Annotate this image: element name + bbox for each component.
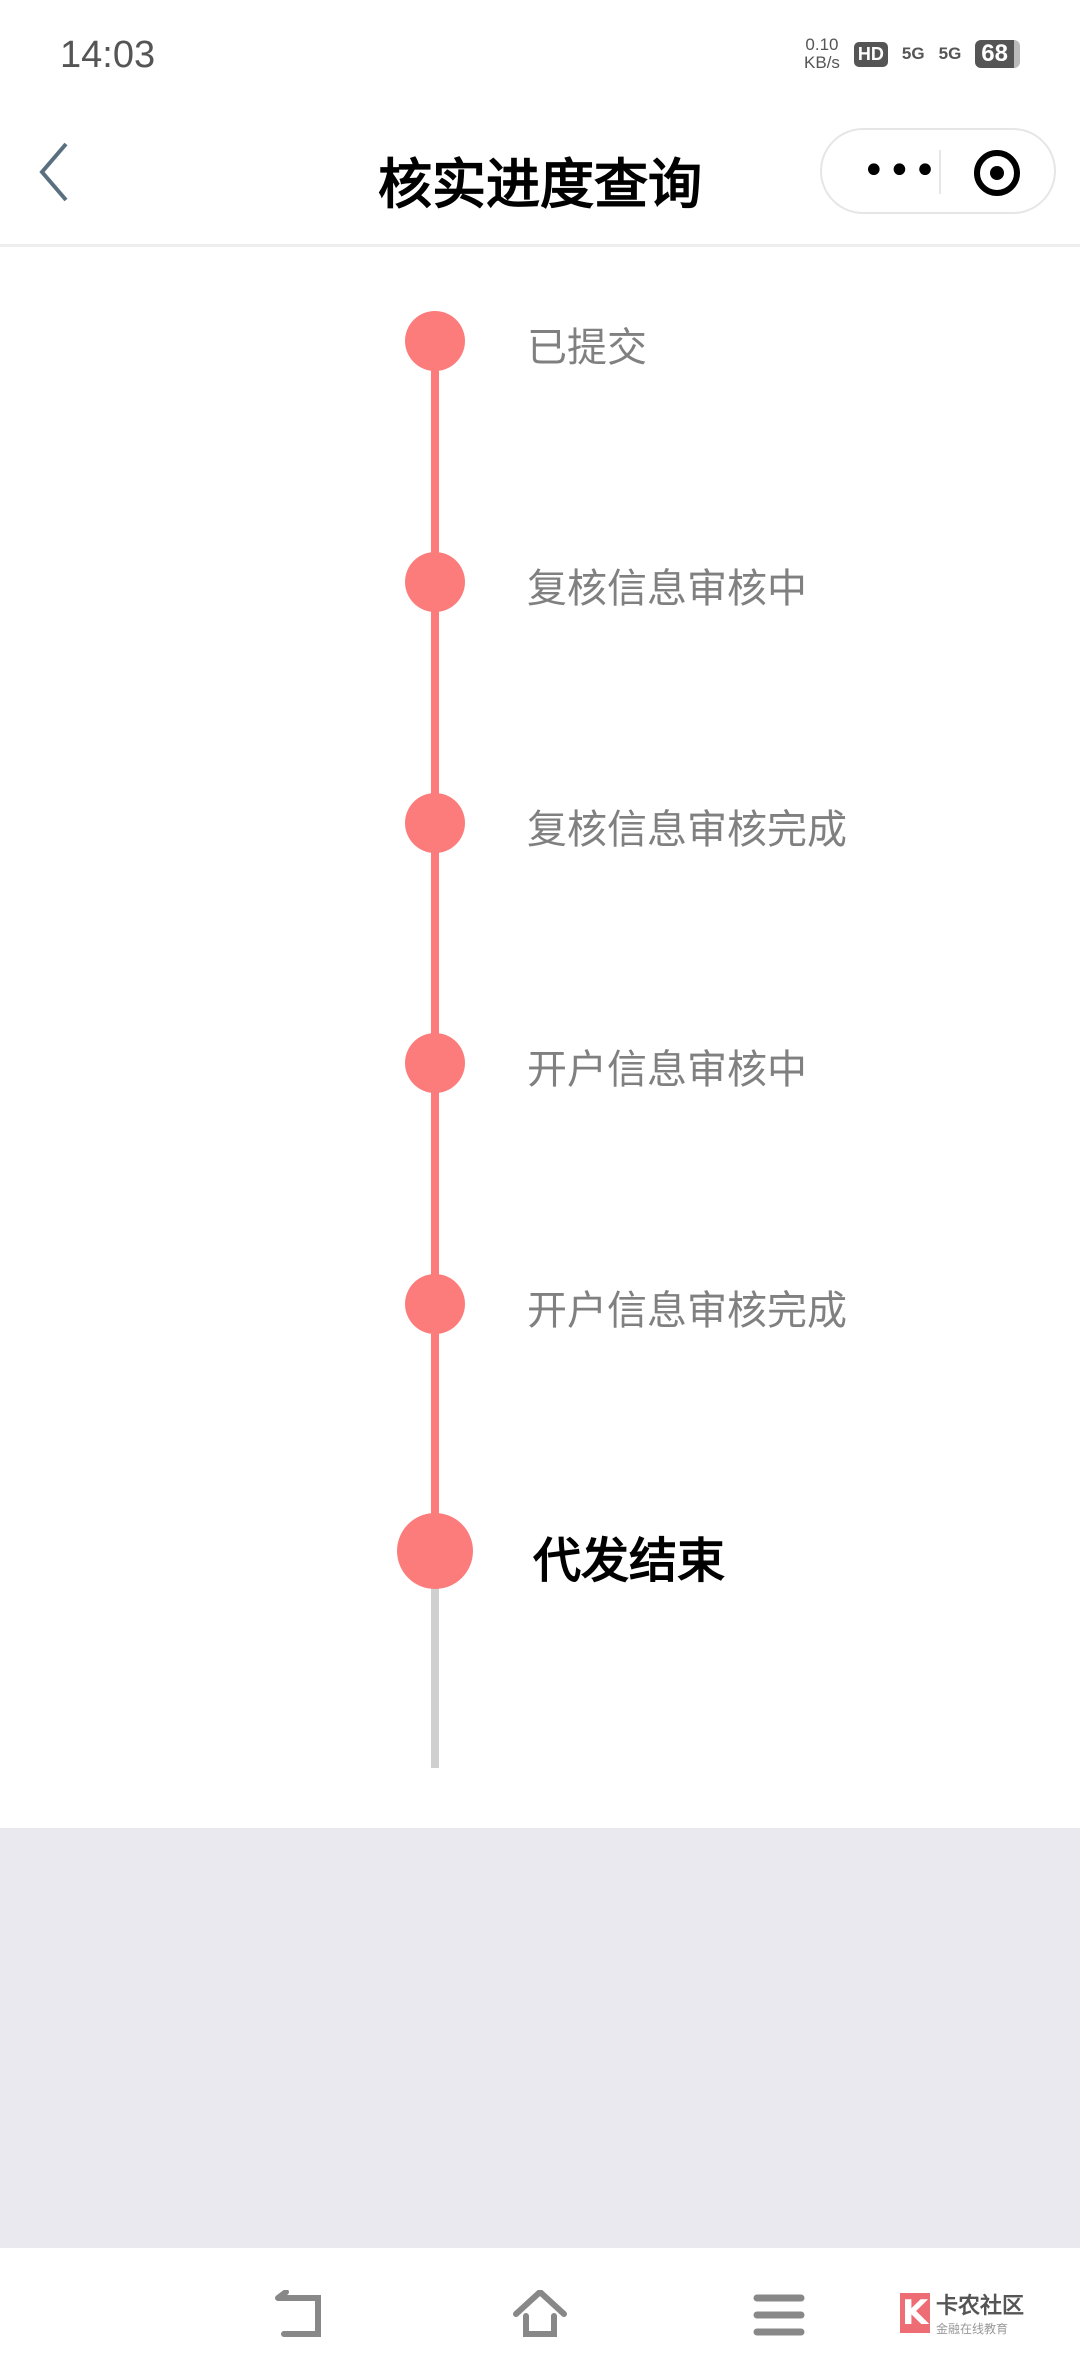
- step-label: 复核信息审核中: [527, 566, 807, 612]
- step-dot: [405, 1274, 465, 1334]
- step-dot: [405, 311, 465, 371]
- watermark-name: 卡农社区: [936, 2294, 1025, 2319]
- signal-icon-1: 5G: [901, 44, 925, 63]
- step-label: 已提交: [527, 325, 647, 371]
- step-label: 复核信息审核完成: [527, 807, 847, 853]
- step-dot-current: [397, 1513, 473, 1589]
- page-title: 核实进度查询: [378, 153, 702, 216]
- nav-back-icon[interactable]: [272, 2290, 328, 2340]
- watermark-logo: K 卡农社区金融在线教育: [900, 2288, 1024, 2337]
- close-target-icon[interactable]: [974, 150, 1020, 196]
- signal-icon-2: 5G: [938, 44, 962, 63]
- system-nav-bar: K 卡农社区金融在线教育: [0, 2248, 1080, 2376]
- step-dot: [405, 1033, 465, 1093]
- mini-program-capsule: •••: [820, 128, 1056, 214]
- step-label: 开户信息审核中: [527, 1047, 807, 1093]
- timeline-line-active: [431, 341, 439, 1551]
- net-speed-unit: KB/s: [804, 53, 840, 72]
- status-time: 14:03: [60, 34, 156, 76]
- footer-background: [0, 1828, 1080, 2248]
- step-dot: [405, 793, 465, 853]
- step-dot: [405, 552, 465, 612]
- back-icon[interactable]: [36, 140, 76, 204]
- nav-menu-icon[interactable]: [751, 2290, 807, 2340]
- watermark-tagline: 金融在线教育: [936, 2322, 1009, 2336]
- watermark-k-icon: K: [900, 2292, 930, 2333]
- more-icon[interactable]: •••: [862, 148, 939, 194]
- step-label-current: 代发结束: [533, 1533, 726, 1589]
- net-speed-value: 0.10: [805, 35, 839, 54]
- nav-home-icon[interactable]: [512, 2290, 568, 2340]
- timeline-line-pending: [431, 1551, 439, 1768]
- nav-bar: 核实进度查询 •••: [0, 110, 1080, 247]
- capsule-divider: [939, 150, 941, 194]
- hd-icon: HD: [853, 41, 888, 67]
- battery-icon: 68: [975, 40, 1020, 68]
- step-label: 开户信息审核完成: [527, 1288, 847, 1334]
